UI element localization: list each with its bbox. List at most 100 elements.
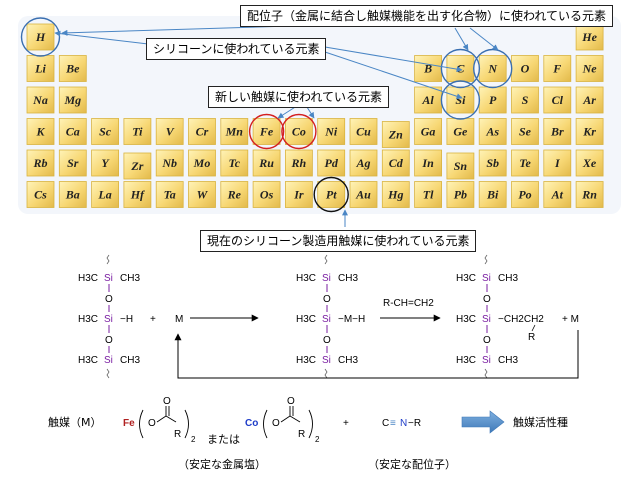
- element-mo: Mo: [188, 149, 216, 177]
- element-symbol: Tc: [229, 156, 241, 170]
- element-symbol: He: [581, 30, 597, 44]
- element-symbol: Ga: [421, 125, 436, 139]
- svg-text:O: O: [323, 335, 331, 346]
- element-tile: [575, 86, 604, 114]
- element-f: F: [543, 55, 572, 82]
- element-hg: Hg: [381, 181, 410, 208]
- arrow-silicone-to-si: [324, 51, 463, 100]
- highlight-si: [440, 80, 481, 120]
- element-tile: [123, 181, 152, 208]
- element-tile: [381, 149, 410, 177]
- element-tile: [155, 118, 184, 145]
- element-rh: Rh: [284, 149, 313, 177]
- element-symbol: Pb: [454, 188, 467, 202]
- element-cu: Cu: [349, 118, 378, 145]
- element-kr: Kr: [575, 118, 604, 145]
- callout-silicone: シリコーンに使われている元素: [146, 38, 327, 60]
- element-tile: [381, 121, 410, 148]
- svg-text:CH3: CH3: [120, 355, 140, 366]
- element-at: At: [543, 181, 572, 208]
- element-tile: [478, 118, 507, 145]
- element-symbol: Ag: [355, 156, 370, 170]
- plus-m-regenerated: + M: [562, 314, 579, 325]
- element-nb: Nb: [155, 149, 184, 177]
- highlight-pt: [313, 176, 349, 213]
- highlight-c: [440, 48, 481, 89]
- element-tile: [575, 55, 604, 82]
- element-tile: [478, 86, 507, 114]
- element-symbol: La: [97, 188, 111, 202]
- element-symbol: I: [554, 156, 561, 170]
- element-bi: Bi: [478, 181, 507, 208]
- element-tile: [543, 118, 572, 145]
- svg-text:CH3: CH3: [120, 273, 140, 284]
- element-li: Li: [26, 55, 55, 82]
- siloxane-si-m-h: H3C Si CH3 O H3C Si −M−H O H3C Si CH3: [296, 254, 365, 379]
- element-re: Re: [220, 181, 249, 208]
- svg-text:Si: Si: [104, 355, 113, 366]
- element-tile: [155, 149, 184, 177]
- element-symbol: Ta: [164, 188, 176, 202]
- element-symbol: O: [521, 62, 530, 76]
- element-symbol: Ca: [66, 125, 80, 139]
- highlight-fe: [248, 113, 285, 150]
- element-cd: Cd: [381, 149, 410, 177]
- element-symbol: Kr: [582, 125, 596, 139]
- element-se: Se: [511, 118, 539, 145]
- element-symbol: Sc: [99, 125, 112, 139]
- element-symbol: Be: [65, 62, 80, 76]
- element-symbol: Os: [260, 188, 274, 202]
- svg-text:Si: Si: [482, 355, 491, 366]
- element-tile: [478, 55, 507, 82]
- element-tile: [414, 118, 443, 145]
- element-tile: [155, 181, 184, 208]
- svg-text:−CH2CH2: −CH2CH2: [498, 314, 544, 325]
- element-symbol: In: [421, 156, 434, 170]
- element-tile: [26, 181, 55, 208]
- callout-current-catalyst: 現在のシリコーン製造用触媒に使われている元素: [200, 230, 477, 252]
- element-tile: [511, 149, 539, 177]
- element-tile: [511, 55, 539, 82]
- element-symbol: Xe: [582, 156, 597, 170]
- element-symbol: Mg: [63, 93, 81, 107]
- element-y: Y: [91, 149, 119, 177]
- element-co: Co: [284, 118, 313, 145]
- svg-text:O: O: [483, 335, 491, 346]
- element-tile: [91, 118, 119, 145]
- element-tile: [58, 181, 87, 208]
- svg-text:Si: Si: [322, 314, 331, 325]
- element-symbol: Sb: [486, 156, 499, 170]
- element-ca: Ca: [58, 118, 87, 145]
- metal-m: M: [175, 314, 183, 325]
- siloxane-product: H3C Si CH3 O H3C Si −CH2CH2 R O H3C Si C…: [456, 254, 544, 379]
- svg-text:O: O: [287, 396, 295, 407]
- co-carboxylate: Co O O R 2: [245, 396, 320, 444]
- svg-text:−H: −H: [120, 314, 133, 325]
- svg-text:O: O: [272, 418, 280, 429]
- element-symbol: Na: [32, 93, 48, 107]
- element-symbol: P: [489, 93, 497, 107]
- element-tl: Tl: [414, 181, 443, 208]
- element-symbol: Bi: [486, 188, 499, 202]
- element-si: Si: [446, 86, 475, 114]
- svg-text:H3C: H3C: [78, 273, 98, 284]
- svg-text:−R: −R: [408, 418, 421, 429]
- element-tile: [188, 181, 216, 208]
- element-tile: [26, 86, 55, 114]
- element-symbol: Po: [518, 188, 531, 202]
- svg-text:Si: Si: [104, 273, 113, 284]
- element-tile: [575, 149, 604, 177]
- element-sr: Sr: [58, 149, 87, 177]
- element-symbol: Fe: [259, 125, 274, 139]
- svg-text:H3C: H3C: [296, 314, 316, 325]
- element-tile: [58, 118, 87, 145]
- svg-text:R: R: [528, 332, 535, 343]
- element-ir: Ir: [284, 181, 313, 208]
- element-symbol: N: [487, 62, 498, 76]
- element-xe: Xe: [575, 149, 604, 177]
- element-tile: [26, 149, 55, 177]
- svg-text:O: O: [105, 294, 113, 305]
- svg-text:CH3: CH3: [498, 355, 518, 366]
- catalyst-recycle-arrow: [174, 330, 579, 379]
- element-os: Os: [252, 181, 281, 208]
